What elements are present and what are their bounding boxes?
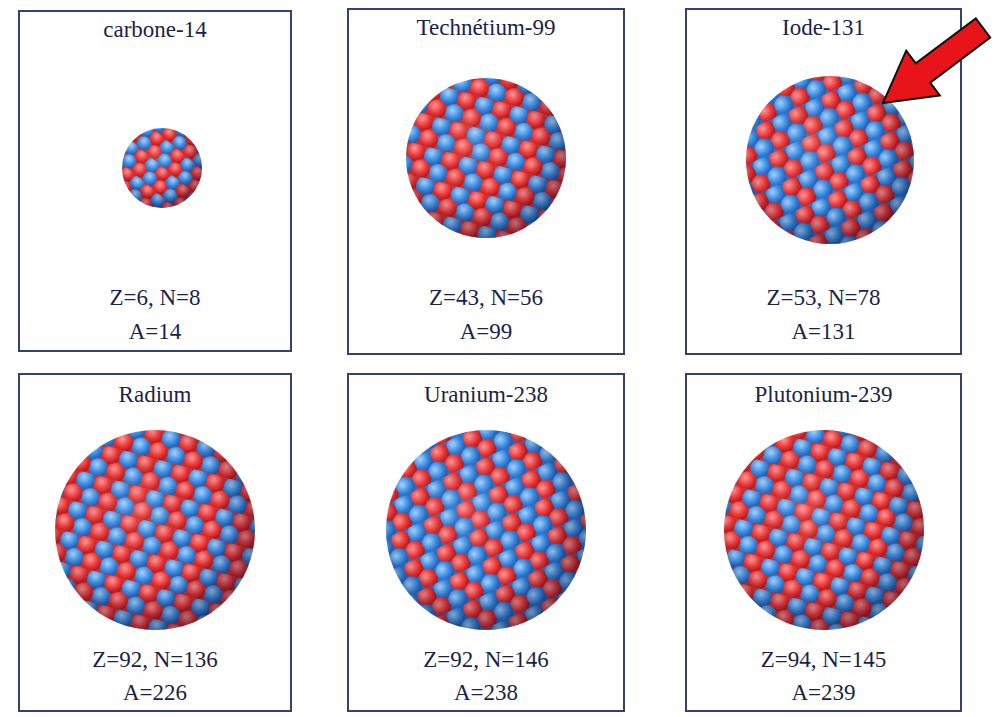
mass-number: A=226 [20,680,290,706]
mass-number: A=131 [687,319,960,345]
proton-neutron-count: Z=43, N=56 [349,285,623,311]
proton-neutron-count: Z=6, N=8 [20,285,290,311]
mass-number: A=239 [687,680,960,706]
radium-nucleus [55,430,255,630]
mass-number: A=99 [349,319,623,345]
mass-number: A=238 [349,680,623,706]
technetium-nucleus [406,78,566,238]
mass-number: A=14 [20,319,290,345]
iodine-nucleus [746,76,914,244]
nuclide-panel: Iode-131Z=53, N=78A=131 [685,8,962,355]
nuclide-panel: Technétium-99Z=43, N=56A=99 [347,8,625,355]
nuclide-title: Plutonium-239 [687,382,960,408]
nuclide-panel: Plutonium-239Z=94, N=145A=239 [685,373,962,712]
nuclide-panel: Uranium-238Z=92, N=146A=238 [347,373,625,712]
carbon-nucleus [122,128,202,208]
nuclide-panel: carbone-14Z=6, N=8A=14 [18,10,292,352]
plutonium-nucleus [724,430,924,630]
red-arrow [883,18,990,103]
uranium-nucleus [386,430,586,630]
nuclide-title: carbone-14 [20,17,290,43]
nuclide-title: Iode-131 [687,15,960,41]
proton-neutron-count: Z=92, N=136 [20,647,290,673]
nuclide-panel: RadiumZ=92, N=136A=226 [18,373,292,712]
nuclide-title: Radium [20,382,290,408]
nuclide-title: Technétium-99 [349,15,623,41]
nuclide-title: Uranium-238 [349,382,623,408]
proton-neutron-count: Z=94, N=145 [687,647,960,673]
proton-neutron-count: Z=53, N=78 [687,285,960,311]
proton-neutron-count: Z=92, N=146 [349,647,623,673]
